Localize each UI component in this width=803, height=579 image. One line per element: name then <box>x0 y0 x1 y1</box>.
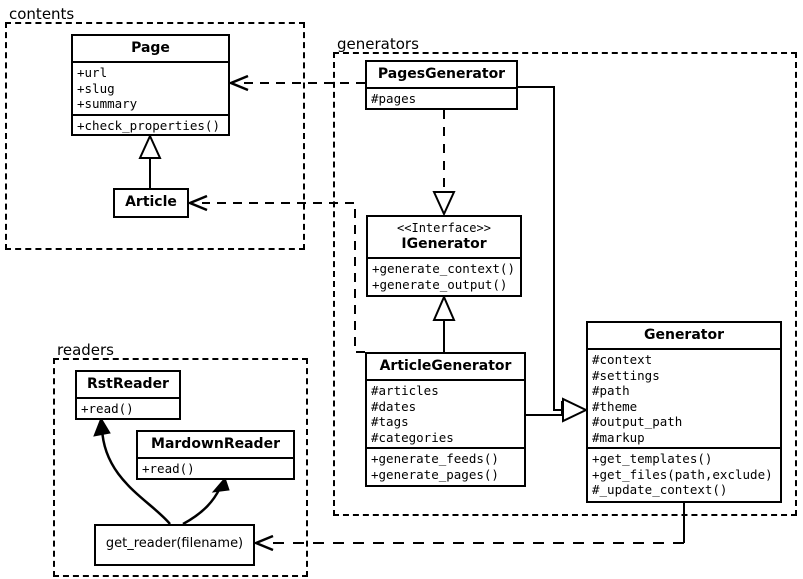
operation: +generate_feeds() <box>371 451 499 466</box>
class-igenerator-title: IGenerator <box>401 236 487 252</box>
package-contents-label: contents <box>7 6 78 22</box>
class-generator[interactable]: Generator #context #settings #path #them… <box>586 321 782 503</box>
class-pages-generator-attributes: #pages <box>367 89 516 109</box>
class-rst-reader-name: RstReader <box>87 376 169 392</box>
attribute: #articles <box>371 383 439 398</box>
class-article-name: Article <box>125 194 177 210</box>
package-readers-label: readers <box>55 342 117 358</box>
class-igenerator-operations: +generate_context() +generate_output() <box>368 259 520 294</box>
divider <box>73 113 228 116</box>
class-mardown-reader-operations: +read() <box>138 459 293 479</box>
operation: +get_files(path,exclude) <box>592 466 773 482</box>
operation: +read() <box>81 401 134 416</box>
attribute: #pages <box>371 91 417 106</box>
divider <box>588 348 780 350</box>
divider <box>73 61 228 63</box>
class-rst-reader[interactable]: RstReader +read() <box>75 370 181 420</box>
attribute: #categories <box>371 429 454 445</box>
class-page[interactable]: Page +url +slug +summary +check_properti… <box>71 34 230 136</box>
attribute: #markup <box>592 429 645 445</box>
divider <box>367 379 524 381</box>
class-article-generator-name: ArticleGenerator <box>379 358 512 374</box>
divider <box>368 257 520 259</box>
attribute: +slug <box>77 80 115 96</box>
class-mardown-reader[interactable]: MardownReader +read() <box>136 430 295 480</box>
class-article-generator-attributes: #articles #dates #tags #categories <box>367 381 524 447</box>
attribute: #theme <box>592 398 638 414</box>
class-page-name: Page <box>131 40 170 56</box>
class-generator-operations: +get_templates() +get_files(path,exclude… <box>588 449 780 500</box>
divider <box>588 447 780 449</box>
class-generator-attributes: #context #settings #path #theme #output_… <box>588 350 780 447</box>
attribute: +url <box>77 65 108 80</box>
divider <box>77 397 179 399</box>
class-generator-name: Generator <box>643 327 724 343</box>
class-page-attributes: +url +slug +summary <box>73 63 228 114</box>
attribute: #dates <box>371 398 417 414</box>
attribute: #context <box>592 352 653 367</box>
attribute: #output_path <box>592 414 683 429</box>
operation: +read() <box>142 461 195 476</box>
divider <box>138 457 293 459</box>
class-pages-generator-name: PagesGenerator <box>377 66 506 82</box>
class-article-generator-operations: +generate_feeds() +generate_pages() <box>367 449 524 484</box>
package-readers <box>53 358 308 577</box>
class-article-generator[interactable]: ArticleGenerator #articles #dates #tags … <box>365 352 526 487</box>
class-mardown-reader-name: MardownReader <box>151 436 280 452</box>
operation: +generate_context() <box>372 261 515 276</box>
divider <box>367 447 524 449</box>
class-pages-generator[interactable]: PagesGenerator #pages <box>365 60 518 110</box>
package-generators-label: generators <box>335 36 422 52</box>
attribute: #tags <box>371 414 409 429</box>
operation: +get_templates() <box>592 451 713 466</box>
attribute: #path <box>592 383 630 398</box>
operation: +generate_pages() <box>371 466 499 482</box>
function-get-reader-label: get_reader(filename) <box>105 536 244 551</box>
function-get-reader[interactable]: get_reader(filename) <box>94 524 255 566</box>
operation: #_update_context() <box>592 482 728 497</box>
class-page-operations: +check_properties() <box>73 116 228 136</box>
package-contents <box>5 22 305 250</box>
class-igenerator[interactable]: <<Interface>> IGenerator +generate_conte… <box>366 215 522 297</box>
attribute: +summary <box>77 96 138 111</box>
class-igenerator-stereotype: <<Interface>> <box>397 221 491 235</box>
class-igenerator-name: <<Interface>> IGenerator <box>368 217 520 257</box>
operation: +generate_output() <box>372 276 508 292</box>
divider <box>367 87 516 89</box>
operation: +check_properties() <box>77 117 220 133</box>
class-rst-reader-operations: +read() <box>77 399 179 419</box>
class-article[interactable]: Article <box>113 188 189 218</box>
attribute: #settings <box>592 367 660 383</box>
